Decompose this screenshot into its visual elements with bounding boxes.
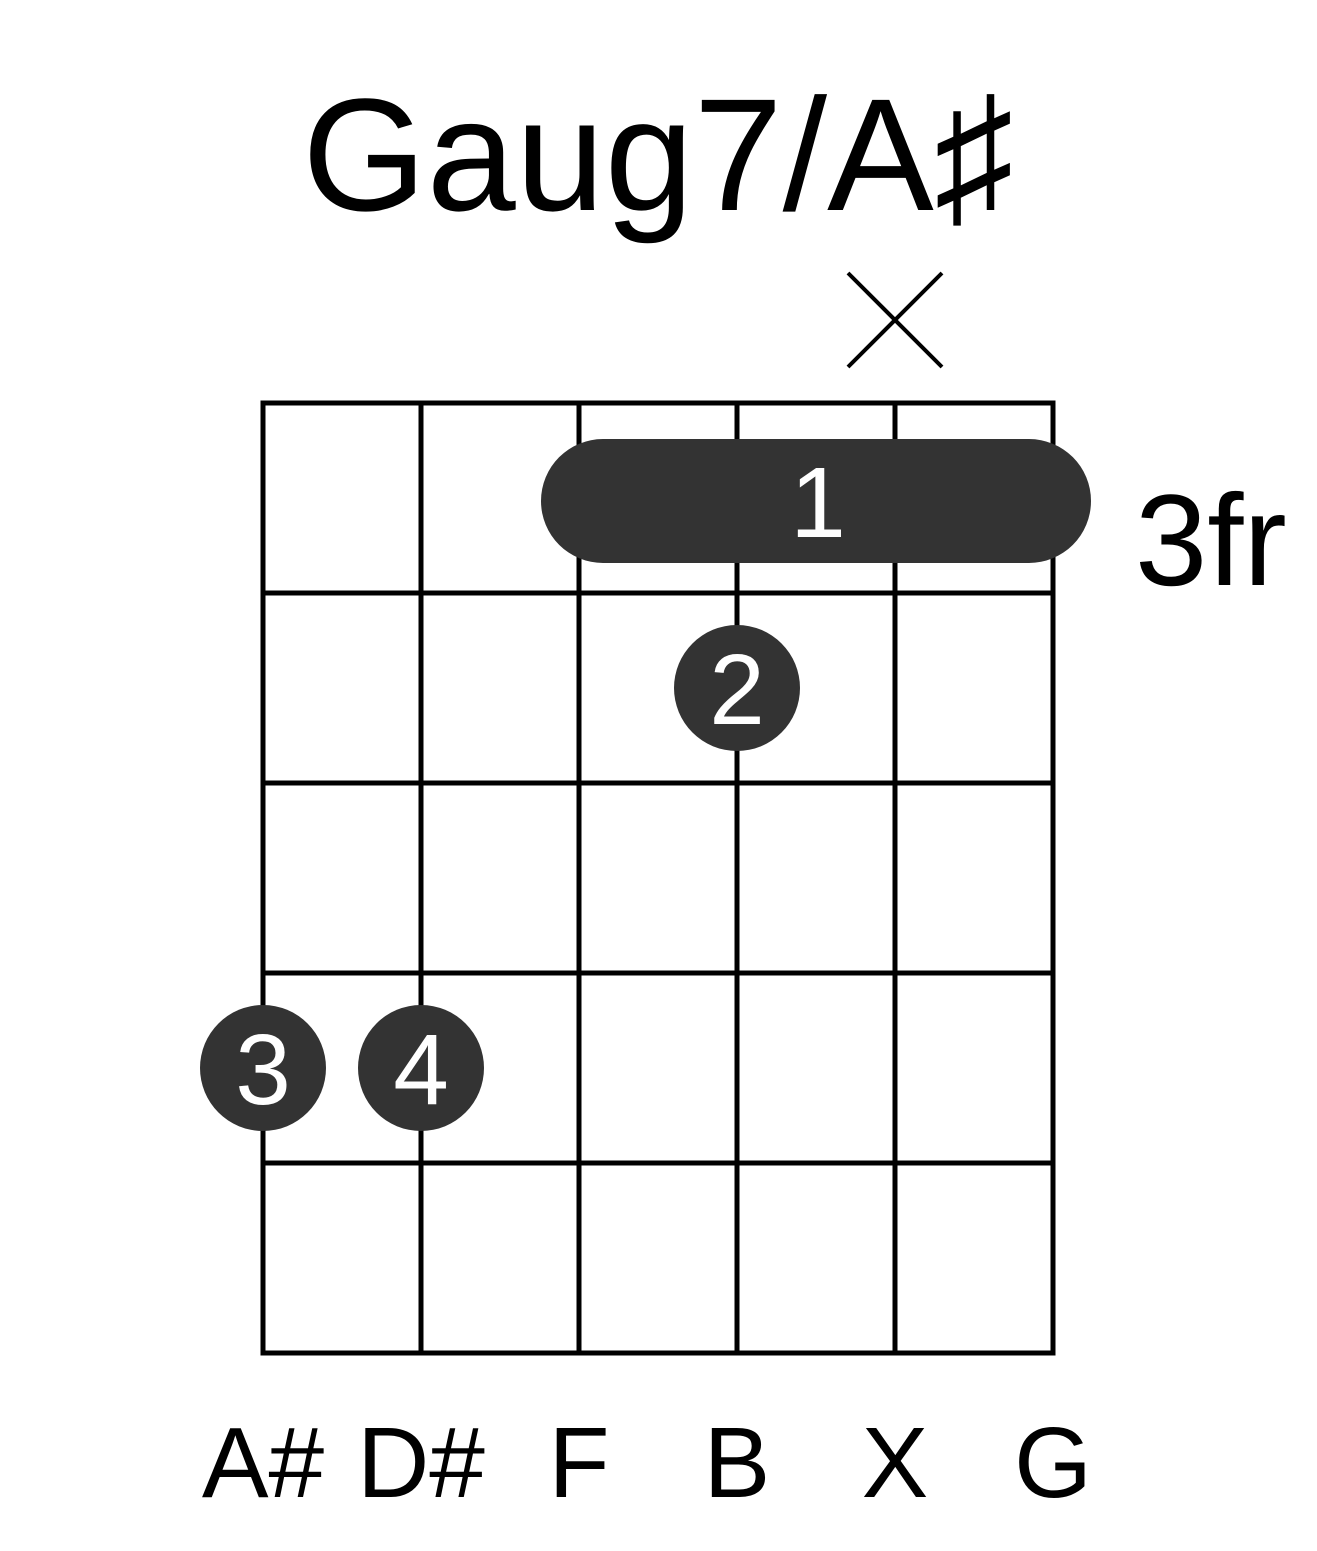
barre-finger-label: 1 xyxy=(790,447,846,559)
finger-dot xyxy=(200,1005,326,1131)
finger-dot xyxy=(358,1005,484,1131)
barres: 1 xyxy=(541,439,1091,563)
barre-bar xyxy=(541,439,1091,563)
string-note-label: G xyxy=(1014,1407,1092,1519)
mute-stroke xyxy=(846,271,944,369)
string-note-label: A# xyxy=(202,1407,325,1519)
finger-number: 3 xyxy=(235,1014,291,1126)
finger-number: 4 xyxy=(393,1014,449,1126)
string-note-label: F xyxy=(548,1407,609,1519)
fretboard-grid xyxy=(260,400,1056,1356)
finger-number: 2 xyxy=(709,634,765,746)
muted-string-icon xyxy=(846,271,944,369)
fret-position-label: 3fr xyxy=(1135,467,1287,613)
string-note-label: B xyxy=(704,1407,771,1519)
string-note-label: X xyxy=(862,1407,929,1519)
string-note-label: D# xyxy=(357,1407,485,1519)
finger-dot xyxy=(674,625,800,751)
chord-title: Gaug7/A♯ xyxy=(302,65,1014,244)
muted-markers xyxy=(846,271,944,369)
